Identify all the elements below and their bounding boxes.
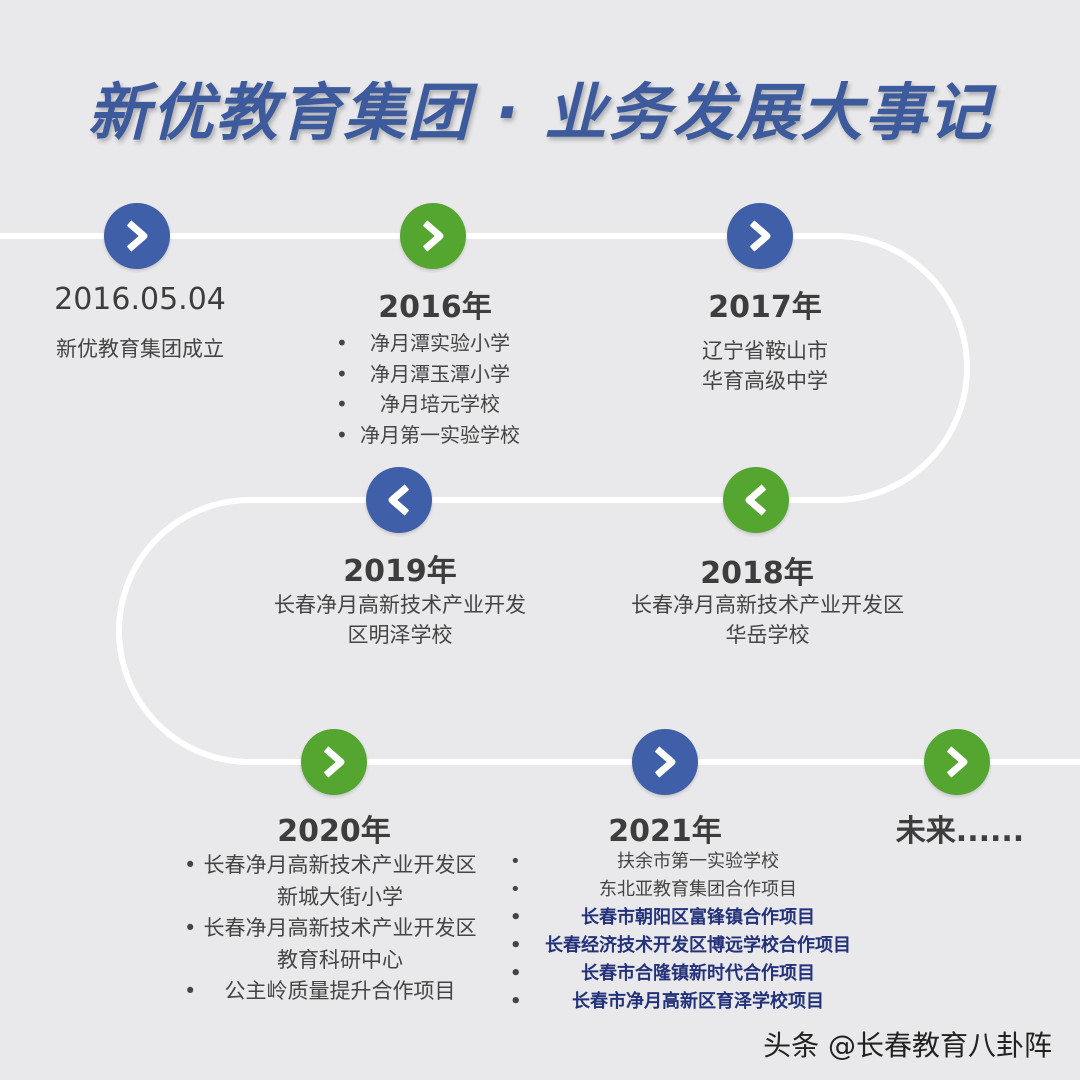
milestone-desc-2017-line2: 华育高级中学 <box>702 369 828 393</box>
milestone-desc-2019-line1: 长春净月高新技术产业开发 <box>274 593 526 617</box>
chevron-left-icon <box>366 467 432 533</box>
milestone-year-2017: 2017年 <box>708 290 822 325</box>
chevron-right-icon <box>727 203 793 269</box>
list-item: 教育科研中心 <box>277 947 403 972</box>
milestone-year-2018: 2018年 <box>700 556 814 591</box>
list-item: •净月潭实验小学 <box>336 331 510 355</box>
watermark: 头条 @长春教育八卦阵 <box>763 1029 1052 1062</box>
list-item: •长春净月高新技术产业开发区 <box>184 853 477 877</box>
list-item: •净月潭玉潭小学 <box>336 361 510 386</box>
milestone-desc-2018-line1: 长春净月高新技术产业开发区 <box>631 593 904 617</box>
chevron-right-icon <box>924 729 990 795</box>
milestone-year-2020: 2020年 <box>277 814 391 849</box>
milestone-year-2019: 2019年 <box>343 554 457 589</box>
list-item: •长春经济技术开发区博远学校合作项目 <box>510 935 851 956</box>
milestone-desc-2019-line2: 区明泽学校 <box>347 623 453 647</box>
list-item: •长春市朝阳区富锋镇合作项目 <box>510 907 815 928</box>
milestone-list-2021: •扶余市第一实验学校 •东北亚教育集团合作项目 •长春市朝阳区富锋镇合作项目 •… <box>508 848 888 1016</box>
chevron-right-icon <box>632 729 698 795</box>
milestone-year-2016: 2016年 <box>378 290 492 325</box>
milestone-date: 2016.05.04 <box>54 282 226 317</box>
milestone-desc: 新优教育集团成立 <box>56 337 224 361</box>
chevron-right-icon <box>301 729 367 795</box>
list-item: •长春市净月高新区育泽学校项目 <box>510 991 824 1012</box>
chevron-right-icon <box>400 203 466 269</box>
list-item: •净月培元学校 <box>336 392 500 416</box>
milestone-year-2021: 2021年 <box>608 814 722 849</box>
list-item: •东北亚教育集团合作项目 <box>510 879 797 900</box>
list-item: •长春净月高新技术产业开发区 <box>184 916 477 940</box>
list-item: •扶余市第一实验学校 <box>510 851 779 872</box>
milestone-list-2020: •长春净月高新技术产业开发区 新城大街小学 •长春净月高新技术产业开发区 教育科… <box>180 850 500 1008</box>
page-title: 新优教育集团 · 业务发展大事记 <box>87 76 993 149</box>
milestone-desc-2017-line1: 辽宁省鞍山市 <box>702 339 828 363</box>
milestone-desc-2018-line2: 华岳学校 <box>725 623 810 647</box>
list-item: 新城大街小学 <box>277 884 403 909</box>
milestone-list-2016: •净月潭实验小学 •净月潭玉潭小学 •净月培元学校 •净月第一实验学校 <box>330 328 550 450</box>
milestone-future: 未来...... <box>895 814 1025 849</box>
list-item: •公主岭质量提升合作项目 <box>184 979 456 1003</box>
chevron-left-icon <box>723 467 789 533</box>
chevron-right-icon <box>104 203 170 269</box>
list-item: •净月第一实验学校 <box>336 422 520 447</box>
list-item: •长春市合隆镇新时代合作项目 <box>510 963 815 984</box>
